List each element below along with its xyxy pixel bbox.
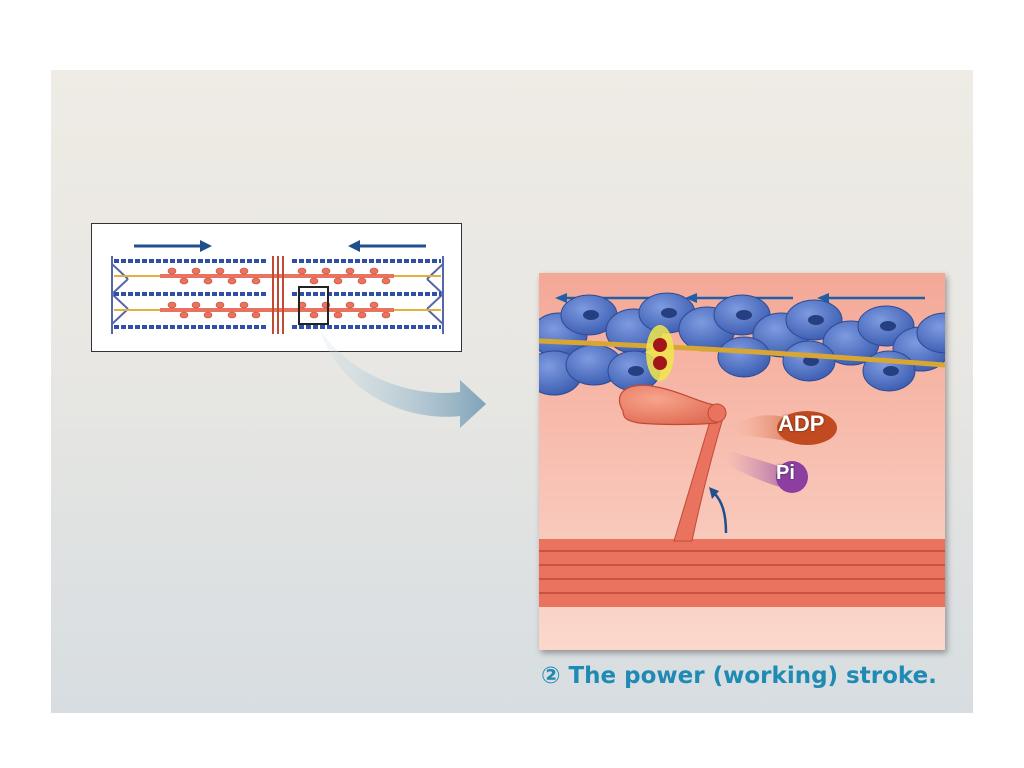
power-stroke-detail-panel: [539, 273, 945, 650]
left-direction-arrow: [134, 240, 212, 252]
adp-label: ADP: [778, 411, 825, 436]
curved-zoom-arrow: [320, 330, 486, 428]
tropomyosin-strand: [539, 338, 945, 368]
titin-filaments: [114, 275, 441, 311]
thick-filaments: [160, 267, 394, 319]
caption-text: The power (working) stroke.: [568, 663, 937, 689]
pi-molecule: [727, 451, 808, 493]
sarcomere-overview-diagram: [91, 223, 462, 352]
thin-filaments: [114, 259, 441, 329]
zoom-highlight-box: [298, 286, 329, 325]
step-caption: ② The power (working) stroke.: [541, 663, 937, 689]
pi-label: Pi: [776, 462, 795, 484]
m-line: [272, 256, 284, 334]
adp-molecule: [734, 411, 837, 445]
power-stroke-arrow: [709, 487, 728, 534]
step-number: ②: [541, 663, 561, 689]
thick-filament: [539, 539, 945, 607]
myosin-head: [618, 384, 727, 542]
binding-site: [646, 325, 674, 381]
right-direction-arrow: [348, 240, 426, 252]
